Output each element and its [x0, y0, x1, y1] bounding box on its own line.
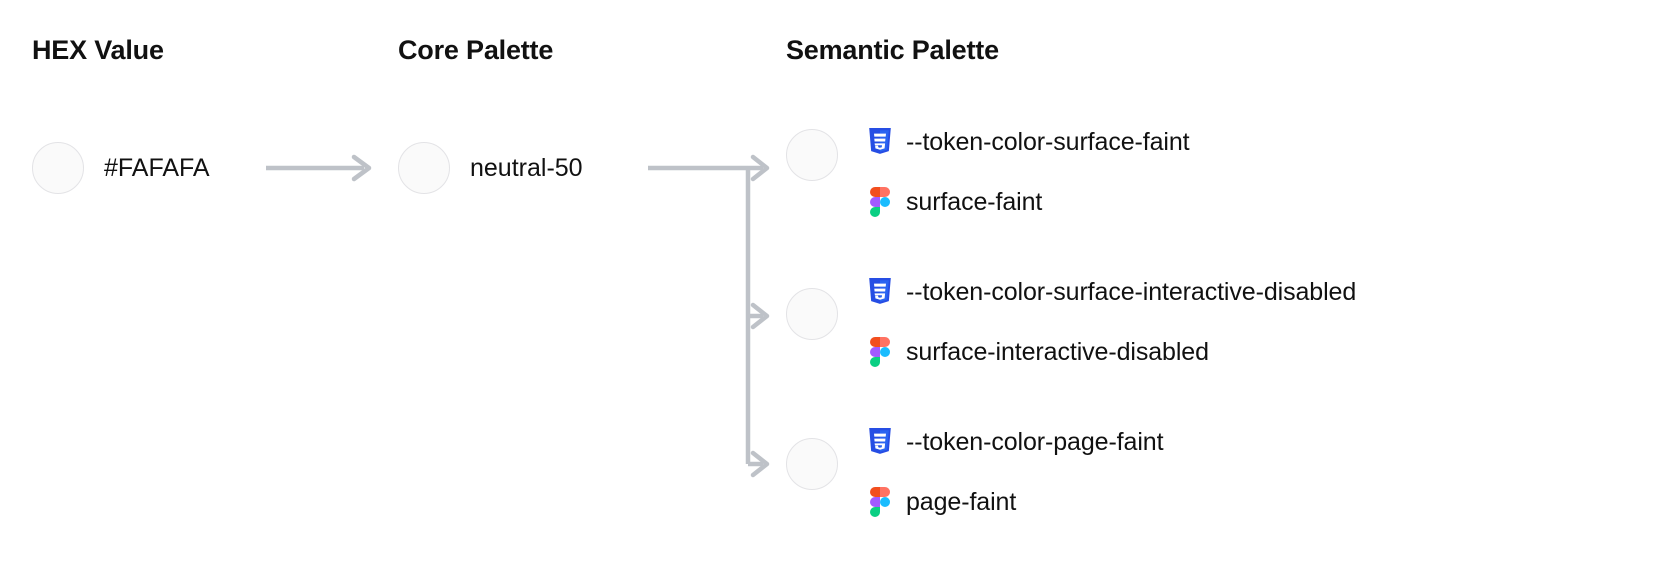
figma-token-line: surface-faint [866, 172, 1190, 232]
column-header-core-palette: Core Palette [398, 35, 554, 65]
figma-token-name: surface-interactive-disabled [906, 337, 1209, 366]
arrow-core-to-semantic-branching-icon [648, 140, 776, 480]
css-token-line: --token-color-surface-faint [866, 112, 1190, 172]
core-palette-value-label: neutral-50 [470, 154, 583, 182]
semantic-token-row: --token-color-surface-interactive-disabl… [866, 262, 1356, 382]
css-token-line: --token-color-surface-interactive-disabl… [866, 262, 1356, 322]
figma-token-line: page-faint [866, 472, 1163, 532]
css-token-line: --token-color-page-faint [866, 412, 1164, 472]
semantic-color-swatch [786, 288, 838, 340]
figma-token-name: page-faint [906, 487, 1017, 516]
figma-icon [866, 186, 894, 218]
semantic-token-row: --token-color-page-faint page-faint [866, 412, 1164, 532]
column-header-semantic-palette: Semantic Palette [786, 35, 999, 65]
hex-color-swatch [32, 142, 84, 194]
semantic-color-swatch [786, 438, 838, 490]
css-token-name: --token-color-surface-faint [906, 127, 1190, 156]
css-token-name: --token-color-page-faint [906, 427, 1164, 456]
figma-token-name: surface-faint [906, 187, 1043, 216]
figma-icon [866, 336, 894, 368]
semantic-color-swatch [786, 129, 838, 181]
arrow-hex-to-core-icon [266, 152, 376, 184]
semantic-token-row: --token-color-surface-faint surface-fain… [866, 112, 1190, 232]
core-color-swatch [398, 142, 450, 194]
figma-icon [866, 486, 894, 518]
figma-token-line: surface-interactive-disabled [866, 322, 1356, 382]
hex-value-label: #FAFAFA [104, 154, 210, 182]
css3-icon [866, 276, 894, 308]
css3-icon [866, 426, 894, 458]
css-token-name: --token-color-surface-interactive-disabl… [906, 277, 1357, 306]
column-header-hex-value: HEX Value [32, 35, 164, 65]
css3-icon [866, 126, 894, 158]
